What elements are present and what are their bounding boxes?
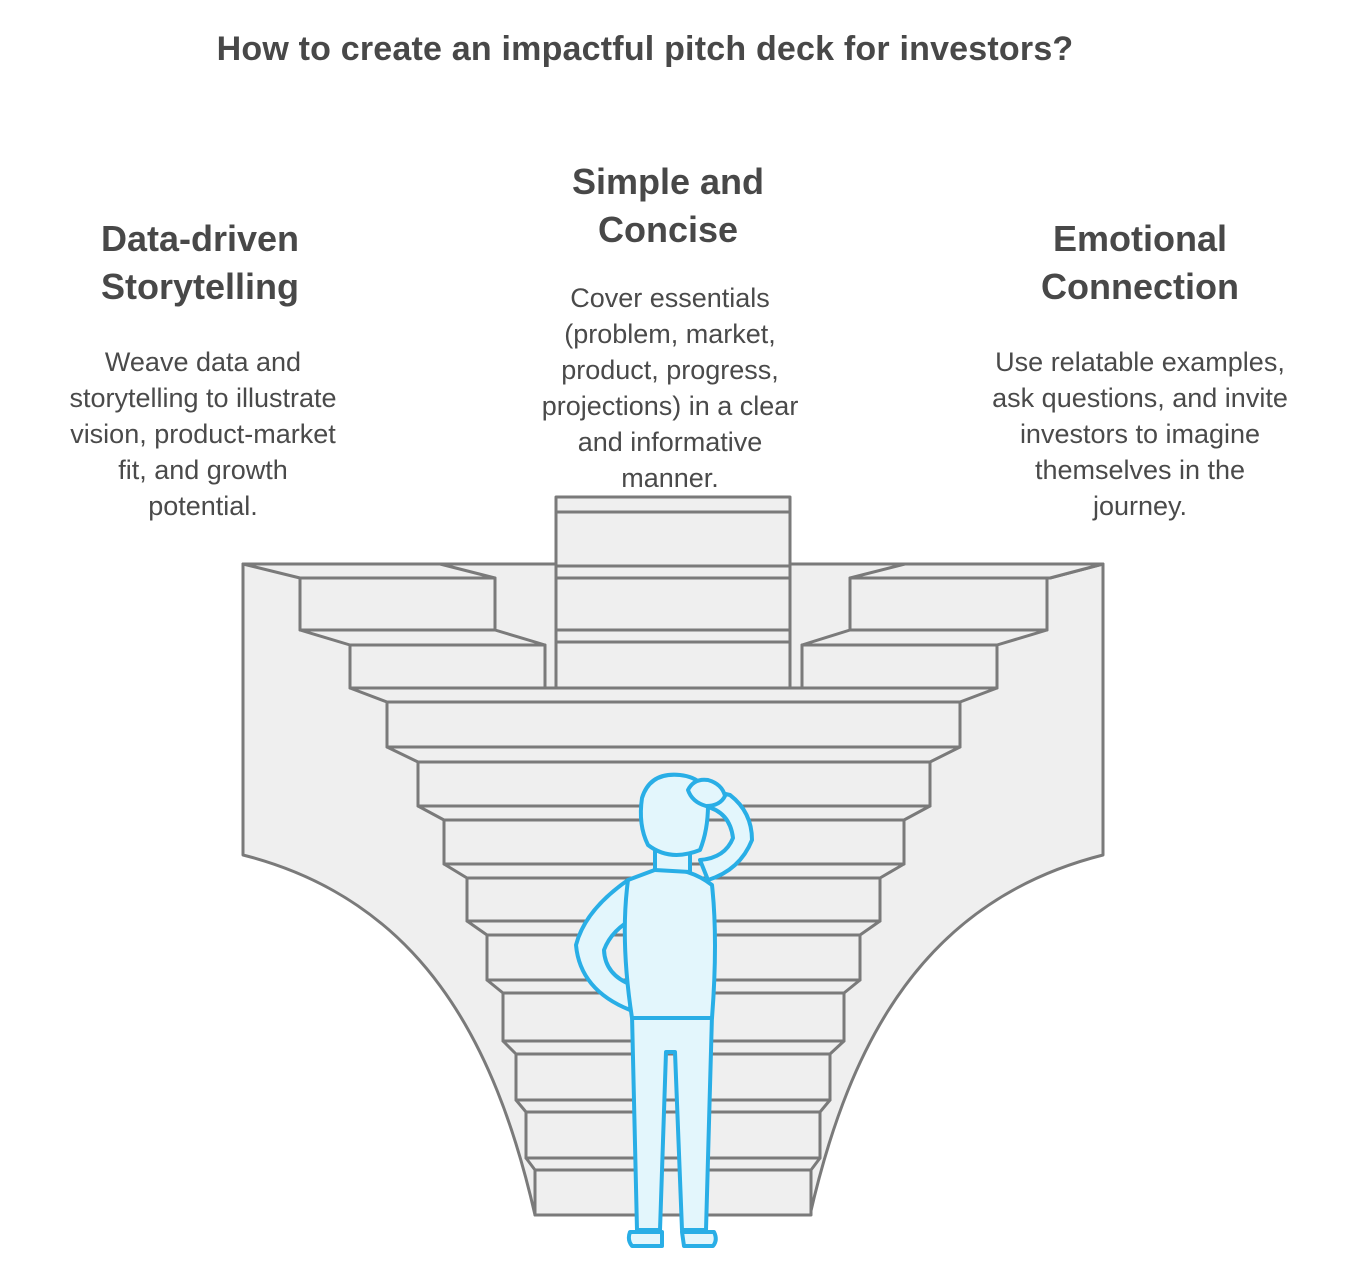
left-step-1 [298, 576, 497, 632]
heading-data-driven-storytelling: Data-driven Storytelling [40, 215, 360, 311]
step [524, 1110, 822, 1160]
description-simple-and-concise: Cover essentials (problem, market, produ… [505, 280, 835, 496]
heading-line: Data-driven [100, 218, 300, 259]
step [514, 1052, 832, 1102]
step-top [524, 1156, 822, 1172]
description-line: ask questions, and invite [992, 383, 1288, 413]
step-top [514, 1098, 832, 1114]
person-right-foot [680, 1230, 718, 1248]
description-line: and informative [577, 427, 763, 457]
description-line: journey. [1092, 491, 1188, 521]
step [533, 1168, 813, 1217]
heading-line: Storytelling [100, 266, 300, 307]
page-title: How to create an impactful pitch deck fo… [216, 30, 1074, 68]
description-line: manner. [621, 463, 719, 493]
person-hand [686, 777, 727, 808]
person-figure [574, 772, 754, 1248]
step [385, 700, 962, 749]
description-line: potential. [148, 491, 258, 521]
description-line: Weave data and [104, 347, 302, 377]
description-line: fit, and growth [118, 455, 288, 485]
step-top [385, 745, 962, 764]
step-top [348, 686, 999, 704]
heading-line: Simple and [571, 161, 765, 202]
description-line: vision, product-market [70, 419, 336, 449]
description-line: storytelling to illustrate [69, 383, 337, 413]
heading-line: Emotional [1052, 218, 1227, 259]
description-emotional-connection: Use relatable examples, ask questions, a… [955, 344, 1325, 524]
heading-simple-and-concise: Simple and Concise [508, 158, 828, 254]
person-torso [622, 866, 717, 1020]
description-line: investors to imagine [1019, 419, 1261, 449]
description-data-driven-storytelling: Weave data and storytelling to illustrat… [28, 344, 378, 524]
heading-emotional-connection: Emotional Connection [980, 215, 1300, 311]
description-line: projections) in a clear [541, 391, 799, 421]
heading-line: Connection [1041, 266, 1239, 307]
description-line: themselves in the [1034, 455, 1246, 485]
right-step-2 [800, 643, 999, 690]
heading-line: Concise [597, 209, 739, 250]
description-line: Use relatable examples, [995, 347, 1285, 377]
description-line: Cover essentials [570, 283, 770, 313]
tower [554, 495, 792, 690]
description-line: (problem, market, [564, 319, 776, 349]
person-left-foot [626, 1230, 664, 1248]
right-step-1 [848, 576, 1049, 632]
description-line: product, progress, [561, 355, 779, 385]
left-step-2 [348, 643, 547, 690]
